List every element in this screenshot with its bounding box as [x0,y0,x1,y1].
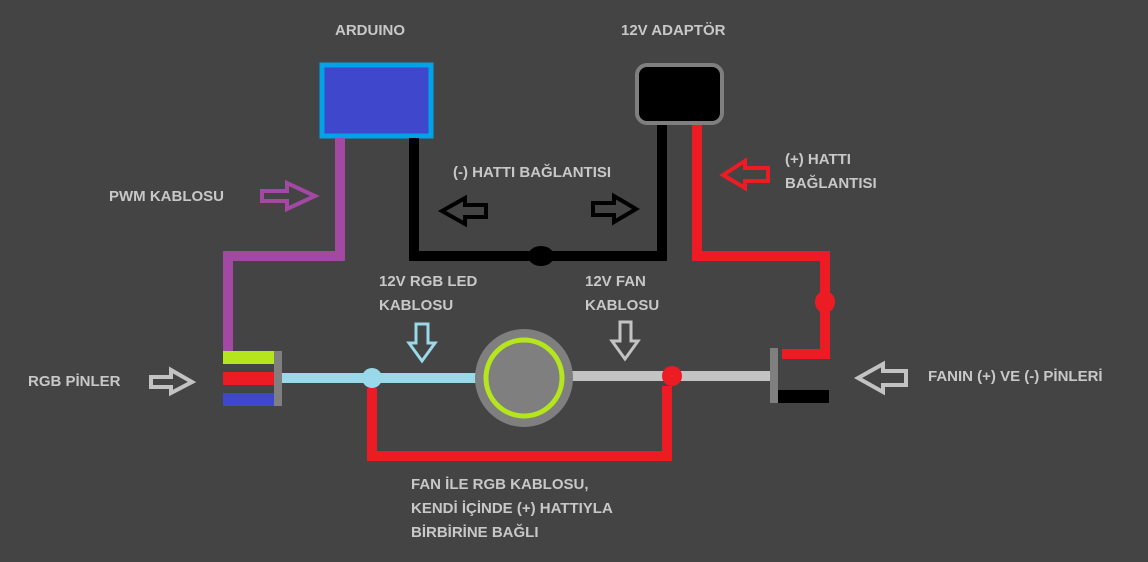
negative-line-label: (-) HATTI BAĞLANTISI [453,164,612,181]
rgb-pins-arrow-icon [149,366,197,397]
positive-line-label: (+) HATTI BAĞLANTISI [785,151,877,192]
positive-junction [815,291,835,313]
fan-ring [483,337,565,419]
positive-wire [692,125,830,359]
pwm-arrow-icon [260,179,320,213]
rgb-led-arrow-icon [406,322,438,364]
fan-cable-arrow-icon [609,320,641,362]
rgb-junction [362,368,382,388]
adapter-box [635,63,724,125]
internal-positive-loop [367,386,672,461]
pwm-cable-label: PWM KABLOSU [109,188,224,205]
fan-pin-connector [770,348,778,403]
negative-left-arrow-icon [437,194,488,228]
note-label: FAN İLE RGB KABLOSU, KENDİ İÇİNDE (+) HA… [411,476,613,541]
rgb-pin-blue [223,393,274,406]
fan-pins-label: FANIN (+) VE (-) PİNLERİ [928,368,1103,385]
rgb-pin-connector [274,351,282,406]
fan-cable-label: 12V FAN KABLOSU [585,273,660,314]
pwm-wire [223,138,345,352]
rgb-pins-label: RGB PİNLER [28,373,121,390]
rgb-led-cable-label: 12V RGB LED KABLOSU [379,273,478,314]
arduino-box [319,62,434,139]
fan-pins-arrow-icon [853,360,908,396]
negative-wire [409,125,667,261]
negative-right-arrow-icon [591,192,640,226]
rgb-pin-red [223,372,274,385]
fan-junction [662,366,682,386]
arduino-label: ARDUINO [335,22,405,39]
rgb-pin-green [223,351,274,364]
positive-arrow-icon [719,157,770,192]
negative-junction [528,246,554,266]
fan-pin-negative [778,390,829,403]
adapter-label: 12V ADAPTÖR [621,22,726,39]
